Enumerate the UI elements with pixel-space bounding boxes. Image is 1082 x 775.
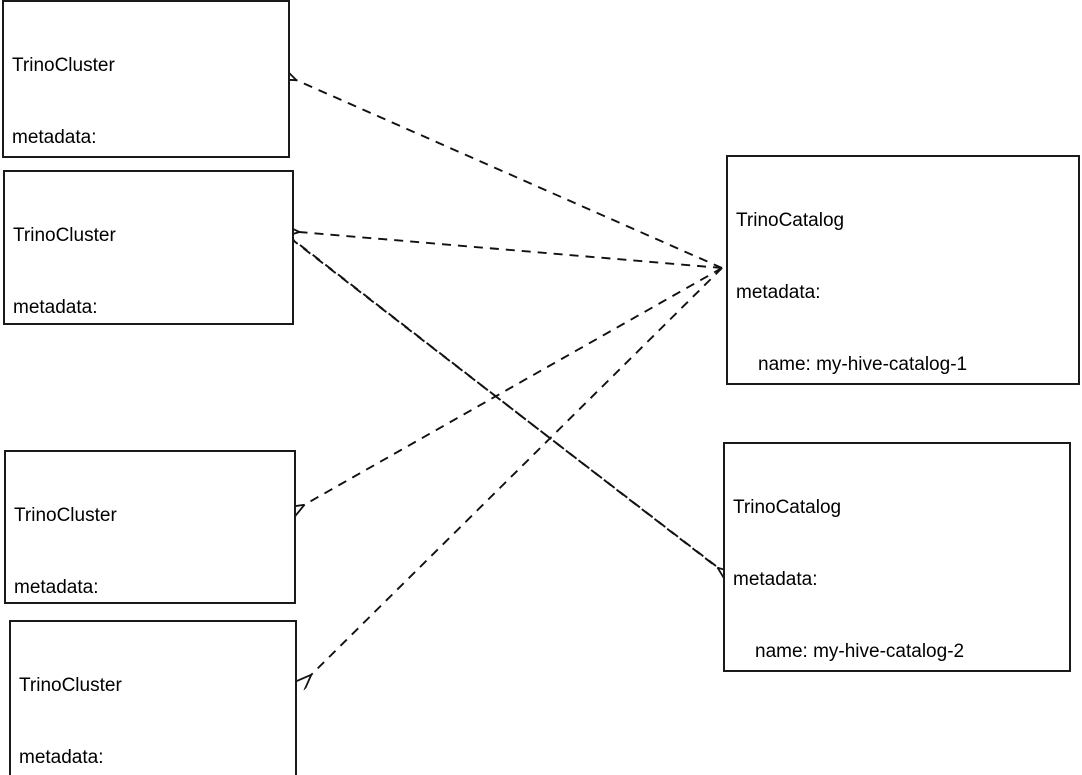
- metadata-label: metadata:: [19, 747, 104, 768]
- trinocatalog-body-my-hive-catalog-1: TrinoCatalog metadata: name: my-hive-cat…: [736, 161, 1076, 383]
- arrow-catalog2-to-my-trino-2: [294, 241, 717, 567]
- kind-label: TrinoCatalog: [733, 497, 842, 518]
- trinocluster-body-my-trino: TrinoCluster metadata: name: my-trino ca…: [12, 6, 286, 156]
- trinocatalog-body-my-hive-catalog-2: TrinoCatalog metadata: name: my-hive-cat…: [733, 448, 1067, 670]
- trinocluster-box-my-trino-2[interactable]: TrinoCluster metadata: name: my-trino-2 …: [3, 170, 294, 325]
- trinocluster-box-my-trino[interactable]: TrinoCluster metadata: name: my-trino ca…: [2, 0, 290, 158]
- arrow-catalog1-to-my-trino-blue: [304, 267, 723, 505]
- metadata-label: metadata:: [736, 282, 821, 303]
- name-line: name: my-hive-catalog-2: [755, 641, 965, 662]
- trinocluster-body-my-trino-green: TrinoCluster metadata: name: my-trino-gr…: [19, 626, 293, 775]
- kind-label: TrinoCluster: [13, 225, 116, 246]
- arrow-catalog1-to-my-trino-2: [299, 232, 723, 269]
- kind-label: TrinoCatalog: [736, 210, 845, 231]
- trinocluster-body-my-trino-blue: TrinoCluster metadata: name: my-trino-bl…: [14, 456, 292, 602]
- trinocluster-body-my-trino-2: TrinoCluster metadata: name: my-trino-2 …: [13, 176, 290, 323]
- trinocluster-box-my-trino-green[interactable]: TrinoCluster metadata: name: my-trino-gr…: [9, 620, 297, 775]
- name-line: name: my-hive-catalog-1: [758, 354, 968, 375]
- kind-label: TrinoCluster: [19, 675, 122, 696]
- trinocatalog-box-my-hive-catalog-1[interactable]: TrinoCatalog metadata: name: my-hive-cat…: [726, 155, 1080, 385]
- metadata-label: metadata:: [14, 577, 99, 598]
- arrow-catalog1-to-my-trino: [296, 80, 723, 269]
- metadata-label: metadata:: [733, 569, 818, 590]
- kind-label: TrinoCluster: [12, 55, 115, 76]
- arrow-my-trino-2-to-catalog2: [299, 244, 718, 568]
- trinocatalog-box-my-hive-catalog-2[interactable]: TrinoCatalog metadata: name: my-hive-cat…: [723, 442, 1071, 672]
- arrow-catalog1-to-my-trino-green: [311, 267, 723, 675]
- metadata-label: metadata:: [12, 127, 97, 148]
- trinocluster-box-my-trino-blue[interactable]: TrinoCluster metadata: name: my-trino-bl…: [4, 450, 296, 604]
- metadata-label: metadata:: [13, 297, 98, 318]
- kind-label: TrinoCluster: [14, 505, 117, 526]
